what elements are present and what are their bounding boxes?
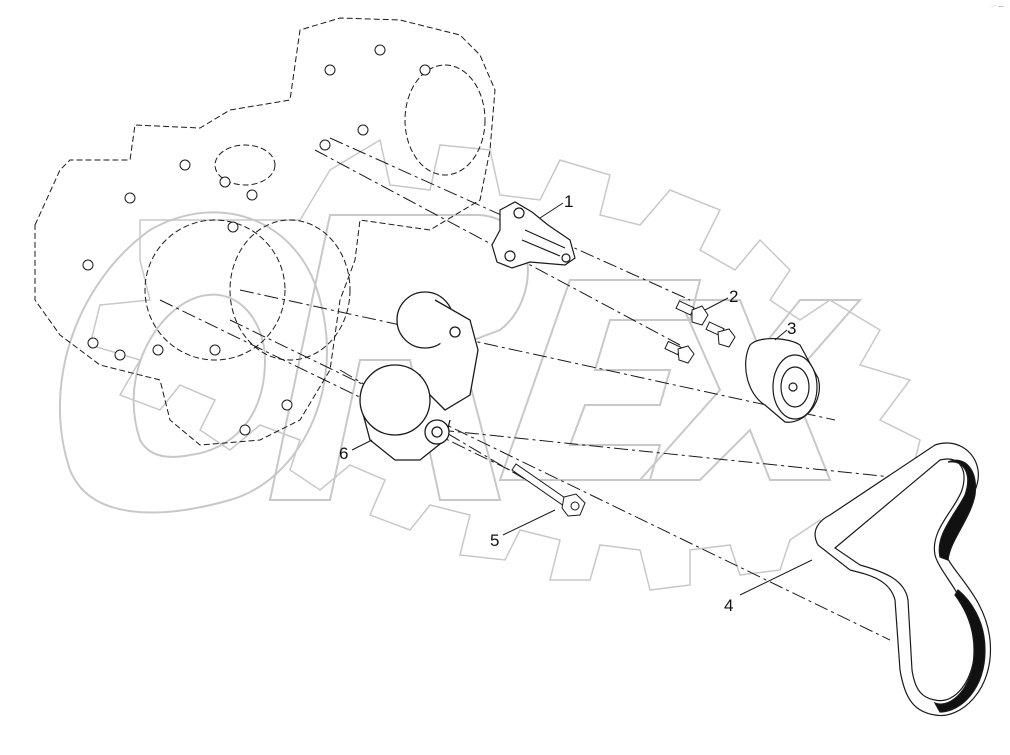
timing-cover-housing xyxy=(34,17,496,446)
part-6-tensioner xyxy=(359,291,479,461)
callout-5: 5 xyxy=(490,531,500,550)
part-2-bolts xyxy=(664,300,736,364)
corner-mark: ·⁻ — xyxy=(991,4,1004,10)
part-4-belt xyxy=(814,442,992,717)
callout-3: 3 xyxy=(787,319,797,338)
part-1-bracket xyxy=(491,201,576,269)
watermark-text xyxy=(58,211,863,514)
callout-6: 6 xyxy=(339,444,349,463)
housing-bolt-holes xyxy=(82,44,431,436)
watermark-gear xyxy=(89,138,921,591)
leader-lines xyxy=(351,202,813,596)
part-5-long-bolt xyxy=(511,463,586,517)
part-3-idler-pulley xyxy=(745,338,820,423)
callout-1: 1 xyxy=(564,192,574,211)
callout-2: 2 xyxy=(729,287,739,306)
callout-4: 4 xyxy=(724,596,734,615)
